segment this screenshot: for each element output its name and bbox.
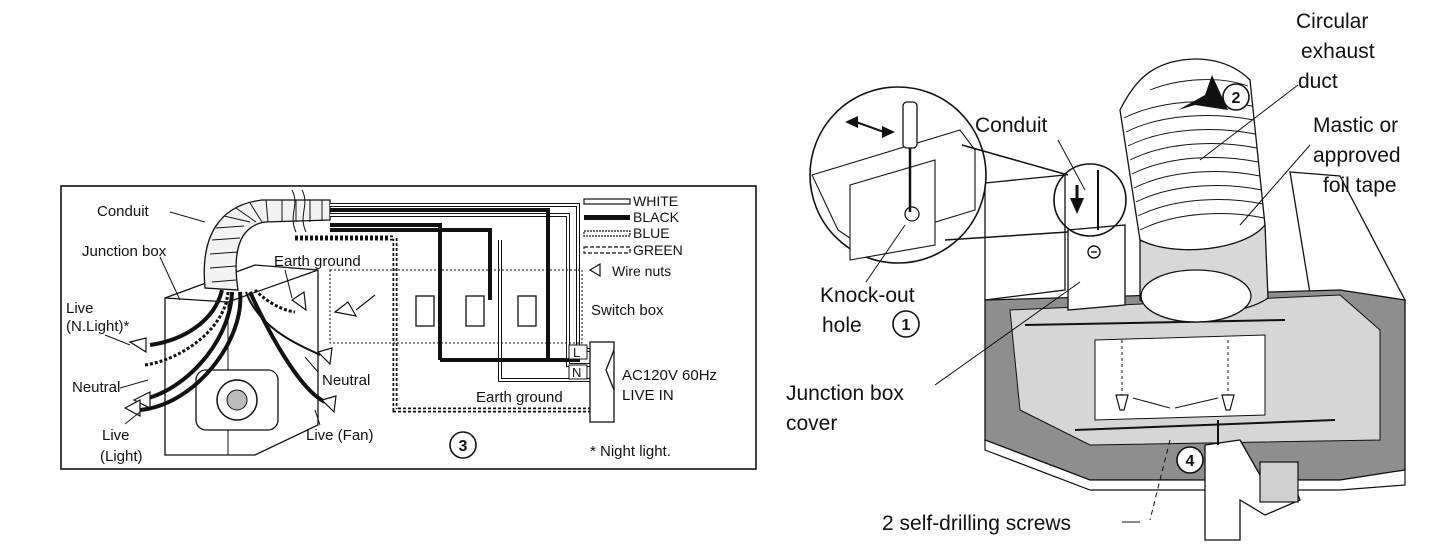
label-mastic-1: Mastic or (1313, 114, 1398, 137)
label-switch-box: Switch box (591, 302, 664, 319)
label-live-nlight-sub: (N.Light)* (66, 318, 130, 335)
wire-legend: WHITE BLACK BLUE GREEN Wire nuts (583, 193, 683, 279)
label-mastic-2: approved (1313, 144, 1401, 167)
legend-wire-nuts: Wire nuts (588, 262, 671, 279)
legend-blue: BLUE (583, 225, 670, 241)
wires (123, 203, 615, 423)
label-jbcover-2: cover (786, 412, 837, 435)
label-junction-box: Junction box (82, 243, 167, 260)
step-4-number: 4 (1186, 453, 1195, 470)
switches (415, 295, 537, 327)
label-jbcover-1: Junction box (786, 382, 904, 405)
label-supply: AC120V 60Hz (622, 367, 717, 384)
label-duct-3: duct (1298, 70, 1338, 93)
legend-white-label: WHITE (633, 193, 678, 209)
label-knockout-2: hole (822, 314, 862, 337)
wiring-diagram: WHITE BLACK BLUE GREEN Wire nuts (60, 185, 757, 470)
step-2-badge: 2 (1222, 83, 1250, 111)
label-footnote: * Night light. (590, 443, 671, 460)
step-3-badge: 3 (449, 431, 477, 459)
label-live-light: Live (102, 427, 130, 444)
legend-green-label: GREEN (633, 242, 683, 258)
step-2-number: 2 (1232, 90, 1241, 107)
legend-blue-label: BLUE (633, 225, 670, 241)
conduit-drawing (203, 189, 331, 291)
label-duct-1: Circular (1296, 10, 1368, 33)
junction-box-drawing (164, 264, 319, 456)
label-screws: 2 self-drilling screws (882, 512, 1071, 535)
legend-black-label: BLACK (633, 209, 680, 225)
label-supply-sub: LIVE IN (622, 387, 674, 404)
step-4-badge: 4 (1176, 446, 1204, 474)
insert-duct-arrow (1178, 75, 1228, 110)
step-1-number: 1 (902, 317, 911, 334)
label-live-light-sub: (Light) (100, 448, 143, 465)
drill-drawing (1204, 420, 1301, 541)
screws-drawing (1115, 340, 1235, 521)
label-live-fan: Live (Fan) (306, 427, 374, 444)
label-live-nlight: Live (66, 300, 94, 317)
legend-wire-nuts-label: Wire nuts (612, 263, 671, 279)
label-neutral-right: Neutral (322, 372, 370, 389)
label-conduit-install: Conduit (975, 114, 1048, 137)
housing-drawing (984, 171, 1406, 491)
knockout-detail (809, 86, 1127, 264)
duct-drawing (1119, 58, 1269, 323)
label-earth-ground-bottom: Earth ground (476, 389, 563, 406)
label-neutral-left: Neutral (72, 379, 120, 396)
label-knockout-1: Knock-out (820, 284, 915, 307)
switch-box-outline (329, 269, 583, 344)
label-terminal-l: L (573, 345, 580, 360)
label-mastic-3: foil tape (1323, 174, 1397, 197)
installation-diagram: 2 (786, 10, 1406, 541)
wire-nuts (123, 290, 337, 417)
wiring-leaders (104, 211, 321, 426)
legend-black: BLACK (584, 209, 680, 225)
install-leaders (865, 84, 1311, 523)
label-duct-2: exhaust (1301, 40, 1375, 63)
label-terminal-n: N (572, 365, 581, 380)
legend-green: GREEN (583, 242, 683, 258)
label-conduit: Conduit (97, 203, 150, 220)
step-1-badge: 1 (892, 310, 920, 338)
label-earth-ground-top: Earth ground (274, 253, 361, 270)
step-3-number: 3 (459, 438, 468, 455)
legend-white: WHITE (583, 193, 678, 209)
